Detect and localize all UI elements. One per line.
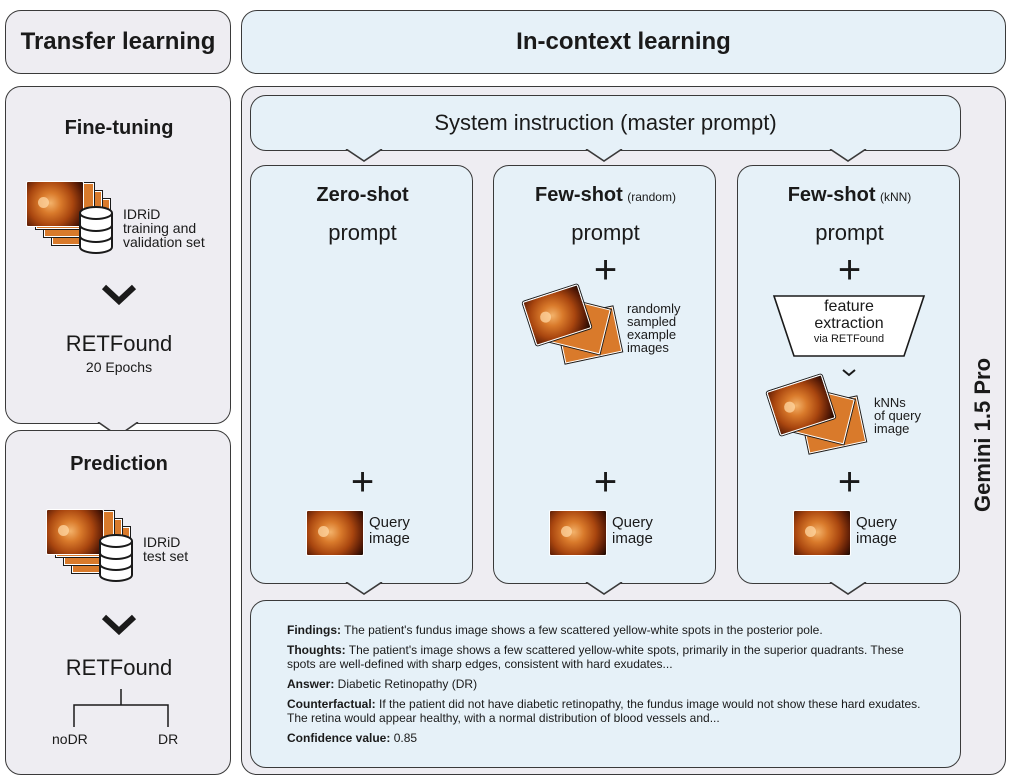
confidence-text: 0.85: [390, 731, 418, 745]
fe-line: feature: [824, 298, 874, 315]
counterfactual-text: If the patient did not have diabetic ret…: [287, 697, 921, 725]
prompt-label: prompt: [571, 220, 640, 245]
query-fundus-image: [793, 510, 851, 556]
system-instruction-box: System instruction (master prompt): [250, 95, 961, 151]
query-line: Query: [856, 514, 897, 531]
connector-arrow: [345, 149, 383, 162]
connector-arrow: [345, 582, 383, 595]
transfer-learning-title: Transfer learning: [20, 28, 216, 55]
epochs-label: 20 Epochs: [85, 359, 153, 375]
confidence-row: Confidence value: 0.85: [287, 731, 930, 745]
connector-arrow: [829, 582, 867, 595]
fine-tuning-box: Fine-tuning IDRiD training and validatio…: [5, 86, 231, 424]
few-shot-sub: (random): [627, 190, 676, 204]
query-fundus-image: [549, 510, 607, 556]
query-line: image: [612, 530, 653, 547]
dataset-line: test set: [143, 548, 189, 564]
random-examples-label: randomly sampled example images: [627, 302, 680, 354]
knn-line: kNNs: [874, 395, 906, 410]
examples-line: sampled: [627, 314, 677, 329]
prediction-box: Prediction IDRiD test set RETFound noDR …: [5, 430, 231, 775]
answer-label: Answer:: [287, 677, 335, 691]
counterfactual-label: Counterfactual:: [287, 697, 376, 711]
thoughts-text: The patient's image shows a few scattere…: [287, 643, 904, 671]
in-context-learning-title: In-context learning: [516, 28, 731, 55]
few-shot-random-title-row: Few-shot (random): [494, 184, 717, 207]
gemini-label: Gemini 1.5 Pro: [966, 100, 1000, 770]
feature-extraction-label: feature extraction via RETFound: [772, 298, 926, 346]
query-line: image: [369, 530, 410, 547]
answer-row: Answer: Diabetic Retinopathy (DR): [287, 677, 930, 691]
dataset-line: training and: [123, 220, 197, 236]
dataset-label: IDRiD test set: [143, 535, 188, 563]
few-shot-title: Few-shot: [787, 184, 876, 206]
zero-shot-box: Zero-shot prompt + Query image: [250, 165, 473, 584]
plus-sign: +: [837, 248, 862, 292]
query-fundus-image: [306, 510, 364, 556]
findings-label: Findings:: [287, 623, 341, 637]
fundus-image: [46, 509, 104, 555]
query-line: Query: [369, 514, 410, 531]
fe-line: extraction: [814, 315, 884, 332]
examples-line: example: [627, 327, 677, 342]
dataset-line: validation set: [123, 234, 205, 250]
fe-line: via RETFound: [813, 333, 885, 345]
database-icon: [79, 206, 113, 254]
query-label: Query image: [856, 515, 897, 547]
answer-text: Diabetic Retinopathy (DR): [334, 677, 478, 691]
chevron-down-icon: [842, 369, 856, 377]
chevron-down-icon: [102, 614, 136, 635]
few-shot-title: Few-shot: [535, 184, 623, 206]
system-instruction-text: System instruction (master prompt): [434, 110, 777, 135]
retfound-label: RETFound: [65, 655, 173, 680]
class-dr: DR: [158, 731, 179, 747]
prediction-title: Prediction: [70, 453, 168, 475]
few-shot-random-box: Few-shot (random) prompt + randomly samp…: [493, 165, 716, 584]
few-shot-knn-box: Few-shot (kNN) prompt + feature extracti…: [737, 165, 960, 584]
class-nodr: noDR: [52, 731, 88, 747]
thoughts-row: Thoughts: The patient's image shows a fe…: [287, 643, 930, 671]
fundus-image: [26, 181, 84, 227]
knn-label: kNNs of query image: [874, 396, 921, 435]
tree-branch: [73, 689, 169, 727]
dataset-line: IDRiD: [123, 206, 161, 222]
knn-line: image: [874, 421, 910, 436]
connector-arrow: [585, 582, 623, 595]
query-label: Query image: [369, 515, 410, 547]
findings-text: The patient's fundus image shows a few s…: [341, 623, 823, 637]
knn-line: of query: [874, 408, 921, 423]
counterfactual-row: Counterfactual: If the patient did not h…: [287, 697, 930, 725]
transfer-learning-header: Transfer learning: [5, 10, 231, 74]
trapezoid-feature-extractor: [772, 295, 926, 357]
plus-sign: +: [350, 460, 375, 504]
query-label: Query image: [612, 515, 653, 547]
plus-sign: +: [593, 248, 618, 292]
thoughts-label: Thoughts:: [287, 643, 346, 657]
query-line: Query: [612, 514, 653, 531]
examples-line: images: [627, 340, 669, 355]
dataset-label: IDRiD training and validation set: [123, 207, 205, 249]
confidence-label: Confidence value:: [287, 731, 391, 745]
zero-shot-title: Zero-shot: [316, 184, 409, 206]
connector-arrow: [585, 149, 623, 162]
database-icon: [99, 534, 133, 582]
fine-tuning-title: Fine-tuning: [64, 117, 174, 139]
prompt-label: prompt: [328, 220, 397, 245]
plus-sign: +: [837, 460, 862, 504]
few-shot-knn-title-row: Few-shot (kNN): [738, 184, 961, 207]
findings-row: Findings: The patient's fundus image sho…: [287, 623, 930, 637]
query-line: image: [856, 530, 897, 547]
connector-arrow: [829, 149, 867, 162]
dataset-line: IDRiD: [143, 534, 181, 550]
prompt-label: prompt: [815, 220, 884, 245]
retfound-label: RETFound: [65, 331, 173, 356]
few-shot-sub: (kNN): [879, 190, 912, 204]
examples-line: randomly: [627, 301, 681, 316]
in-context-learning-header: In-context learning: [241, 10, 1006, 74]
chevron-down-icon: [102, 284, 136, 305]
plus-sign: +: [593, 460, 618, 504]
model-output-box: Findings: The patient's fundus image sho…: [250, 600, 961, 768]
gemini-text: Gemini 1.5 Pro: [970, 357, 995, 513]
